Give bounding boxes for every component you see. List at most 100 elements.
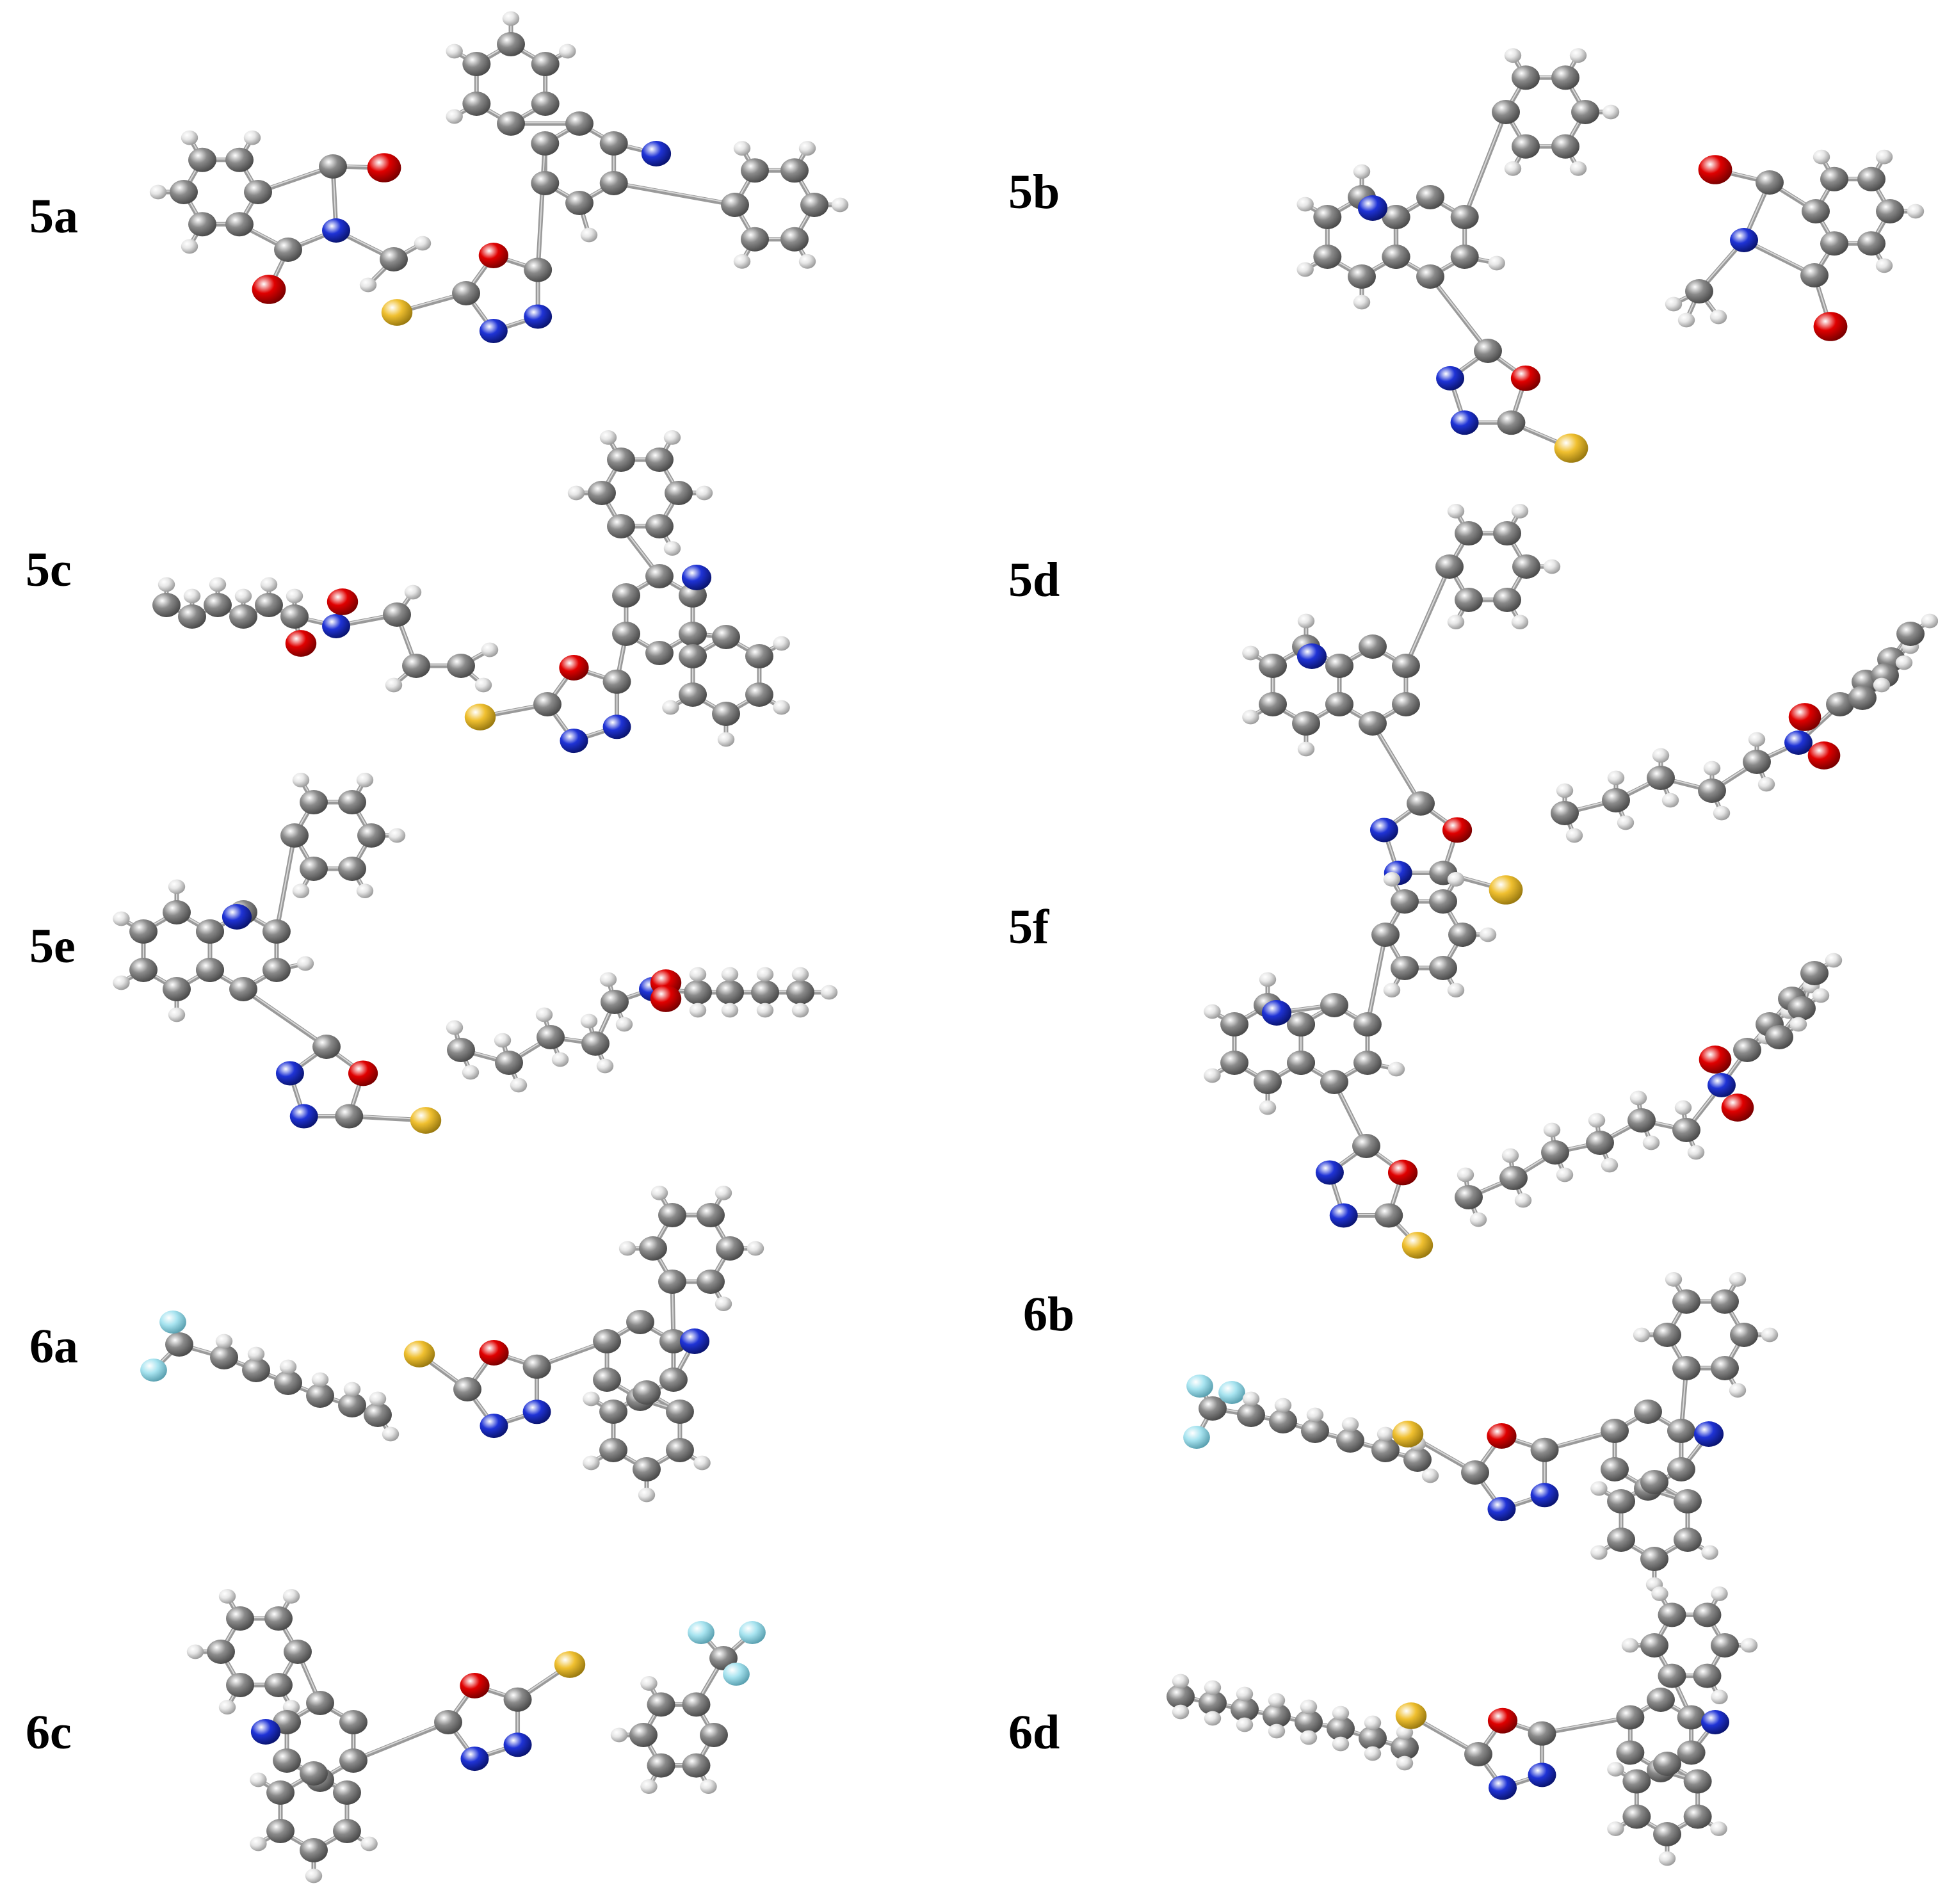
atom-n: [460, 1747, 489, 1771]
atom-c: [1800, 961, 1829, 985]
atom-h: [1501, 1148, 1519, 1163]
atom-c: [1455, 587, 1483, 612]
atom-c: [1391, 889, 1419, 914]
atom-c: [1327, 1716, 1355, 1741]
atom-c: [712, 702, 740, 726]
atom-n: [275, 1061, 304, 1086]
atom-h: [1447, 983, 1465, 998]
atom-s: [554, 1651, 586, 1678]
atom-h: [583, 1455, 600, 1471]
atom-c: [1551, 801, 1579, 825]
atom-h: [168, 1007, 186, 1022]
atom-n: [503, 1732, 532, 1757]
atom-h: [1297, 741, 1315, 757]
atom-h: [494, 1033, 512, 1048]
atom-h: [1617, 815, 1635, 830]
atom-h: [663, 430, 681, 445]
atom-c: [1733, 1038, 1761, 1062]
atom-n: [1450, 410, 1479, 435]
atom-c: [645, 448, 674, 472]
atoms: [152, 430, 790, 754]
atom-c: [1286, 1012, 1315, 1037]
atom-h: [1469, 1212, 1487, 1227]
atom-c: [786, 980, 814, 1004]
bond-highlight: [613, 181, 736, 205]
atom-c: [629, 1723, 658, 1747]
atom-c: [503, 1687, 532, 1712]
atom-c: [339, 1710, 367, 1734]
panel-label-5e: 5e: [29, 919, 76, 973]
atom-h: [282, 1588, 300, 1604]
atom-c: [497, 32, 525, 56]
atom-c: [339, 1748, 367, 1773]
atom-h: [286, 588, 303, 604]
atom-c: [1269, 1409, 1297, 1433]
atom-c: [1551, 65, 1579, 90]
atom-c: [229, 977, 257, 1001]
atom-c: [684, 980, 712, 1004]
atom-s: [381, 299, 413, 326]
atom-h: [510, 1077, 528, 1093]
atom-h: [113, 911, 130, 926]
atom-c: [1407, 791, 1435, 816]
atom-n: [1489, 1775, 1517, 1800]
atom-h: [1711, 1586, 1728, 1601]
atom-c: [531, 171, 560, 195]
atom-c: [679, 682, 707, 707]
atom-n: [522, 1400, 551, 1424]
atom-o: [285, 630, 317, 657]
atom-h: [311, 1372, 329, 1387]
atom-c: [306, 1691, 334, 1715]
bond-highlight: [1430, 275, 1489, 351]
atom-h: [234, 588, 252, 604]
atom-c: [264, 1606, 293, 1631]
atom-o: [252, 275, 286, 304]
atom-o: [327, 588, 359, 615]
atom-c: [1416, 264, 1444, 289]
atom-c: [447, 1038, 475, 1062]
atom-c: [319, 154, 347, 179]
atom-h: [1488, 255, 1505, 271]
atom-s: [1489, 875, 1523, 905]
atom-h: [343, 1382, 361, 1397]
atom-c: [188, 147, 216, 172]
atom-c: [1320, 1070, 1348, 1094]
atom-c: [1461, 1460, 1489, 1485]
atom-n: [1487, 1497, 1516, 1522]
atom-h: [1504, 161, 1522, 176]
atom-h: [700, 1779, 717, 1794]
bond-highlight: [1405, 565, 1450, 665]
atom-h: [1740, 1638, 1758, 1653]
atom-c: [599, 1400, 628, 1424]
atom-c: [1634, 1400, 1662, 1424]
atom-c: [1375, 1203, 1403, 1228]
atom-c: [165, 1332, 193, 1357]
bond-highlight: [537, 142, 546, 270]
atom-c: [1382, 205, 1410, 229]
atom-c: [273, 1748, 302, 1773]
atom-h: [1504, 48, 1522, 63]
atom-n: [480, 1414, 508, 1439]
atom-c: [1512, 65, 1540, 90]
atom-h: [1353, 294, 1371, 310]
atom-c: [1653, 1822, 1681, 1846]
atom-h: [715, 1296, 732, 1312]
atom-h: [356, 772, 374, 787]
atom-n: [222, 904, 252, 930]
atom-c: [262, 958, 291, 982]
atom-h: [693, 1455, 711, 1471]
atom-c: [1876, 199, 1904, 223]
atom-h: [650, 1185, 668, 1200]
atom-c: [204, 593, 232, 617]
atom-c: [593, 1367, 622, 1392]
atom-c: [1685, 279, 1713, 303]
atom-c: [658, 1203, 686, 1228]
atoms: [1242, 503, 1938, 905]
panel-label-5d: 5d: [1008, 553, 1060, 607]
atom-h: [279, 1359, 297, 1375]
atom-c: [800, 193, 828, 217]
atom-c: [716, 980, 744, 1004]
atom-c: [1492, 100, 1520, 124]
atom-c: [1826, 692, 1854, 716]
atom-c: [1450, 205, 1479, 229]
